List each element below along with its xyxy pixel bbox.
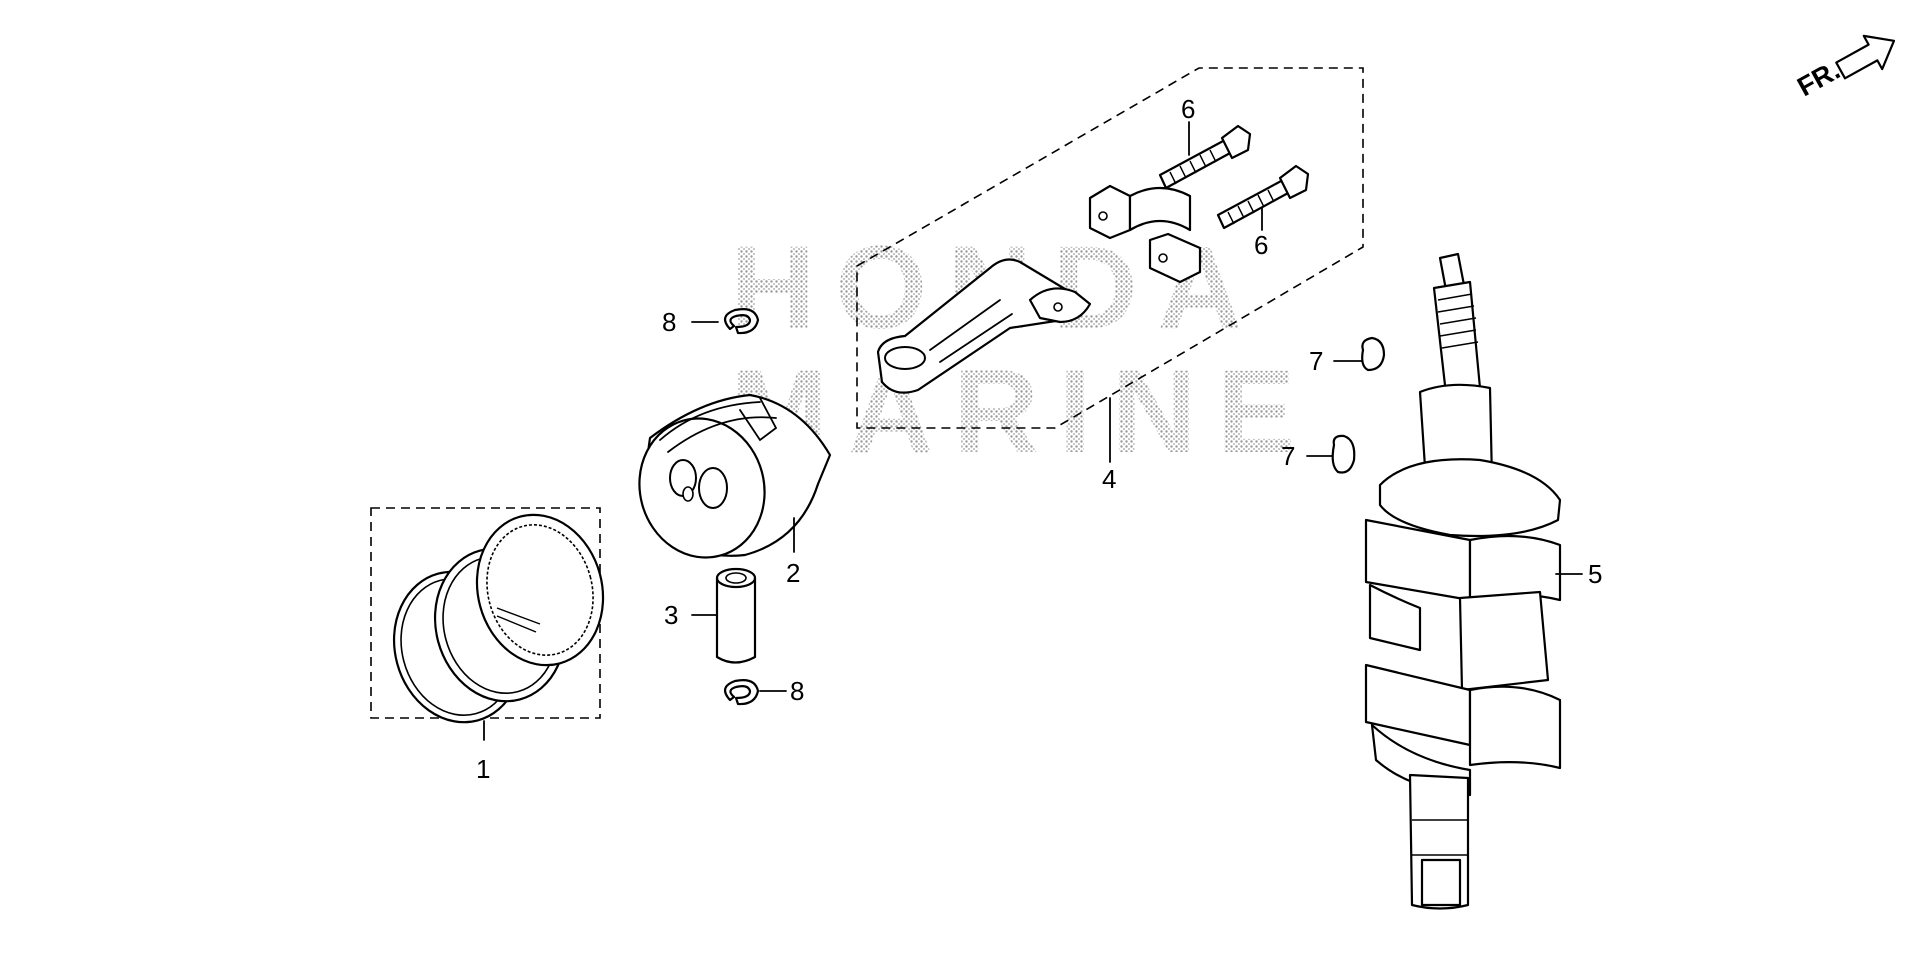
callout-7b: 7 xyxy=(1281,441,1295,471)
front-direction-indicator: FR. xyxy=(1792,34,1896,102)
rod-assembly-frame xyxy=(856,67,1364,429)
callout-8b: 8 xyxy=(790,676,804,706)
clip-upper xyxy=(723,308,760,335)
callout-7a: 7 xyxy=(1309,346,1323,376)
callout-1: 1 xyxy=(476,754,490,784)
callout-4: 4 xyxy=(1102,464,1116,494)
callout-5: 5 xyxy=(1588,559,1602,589)
callout-3: 3 xyxy=(664,600,678,630)
callout-8a: 8 xyxy=(662,307,676,337)
piston-pin xyxy=(715,567,757,664)
callout-2: 2 xyxy=(786,558,800,588)
clip-lower xyxy=(723,679,760,706)
piston-ring-set xyxy=(370,507,605,724)
crankshaft xyxy=(1364,252,1562,910)
rod-bolt-lower xyxy=(1216,164,1310,230)
callout-6b: 6 xyxy=(1254,230,1268,260)
direction-arrow-icon xyxy=(1835,34,1896,80)
woodruff-key-lower xyxy=(1331,434,1356,474)
callout-6a: 6 xyxy=(1181,94,1195,124)
piston xyxy=(638,393,832,559)
woodruff-key-upper xyxy=(1361,336,1386,372)
rod-bolt-upper xyxy=(1158,124,1252,190)
connecting-rod-assembly xyxy=(856,67,1364,429)
leader-lines xyxy=(483,121,1583,741)
callouts: 1 2 3 4 5 6 6 7 7 8 8 xyxy=(476,94,1602,784)
